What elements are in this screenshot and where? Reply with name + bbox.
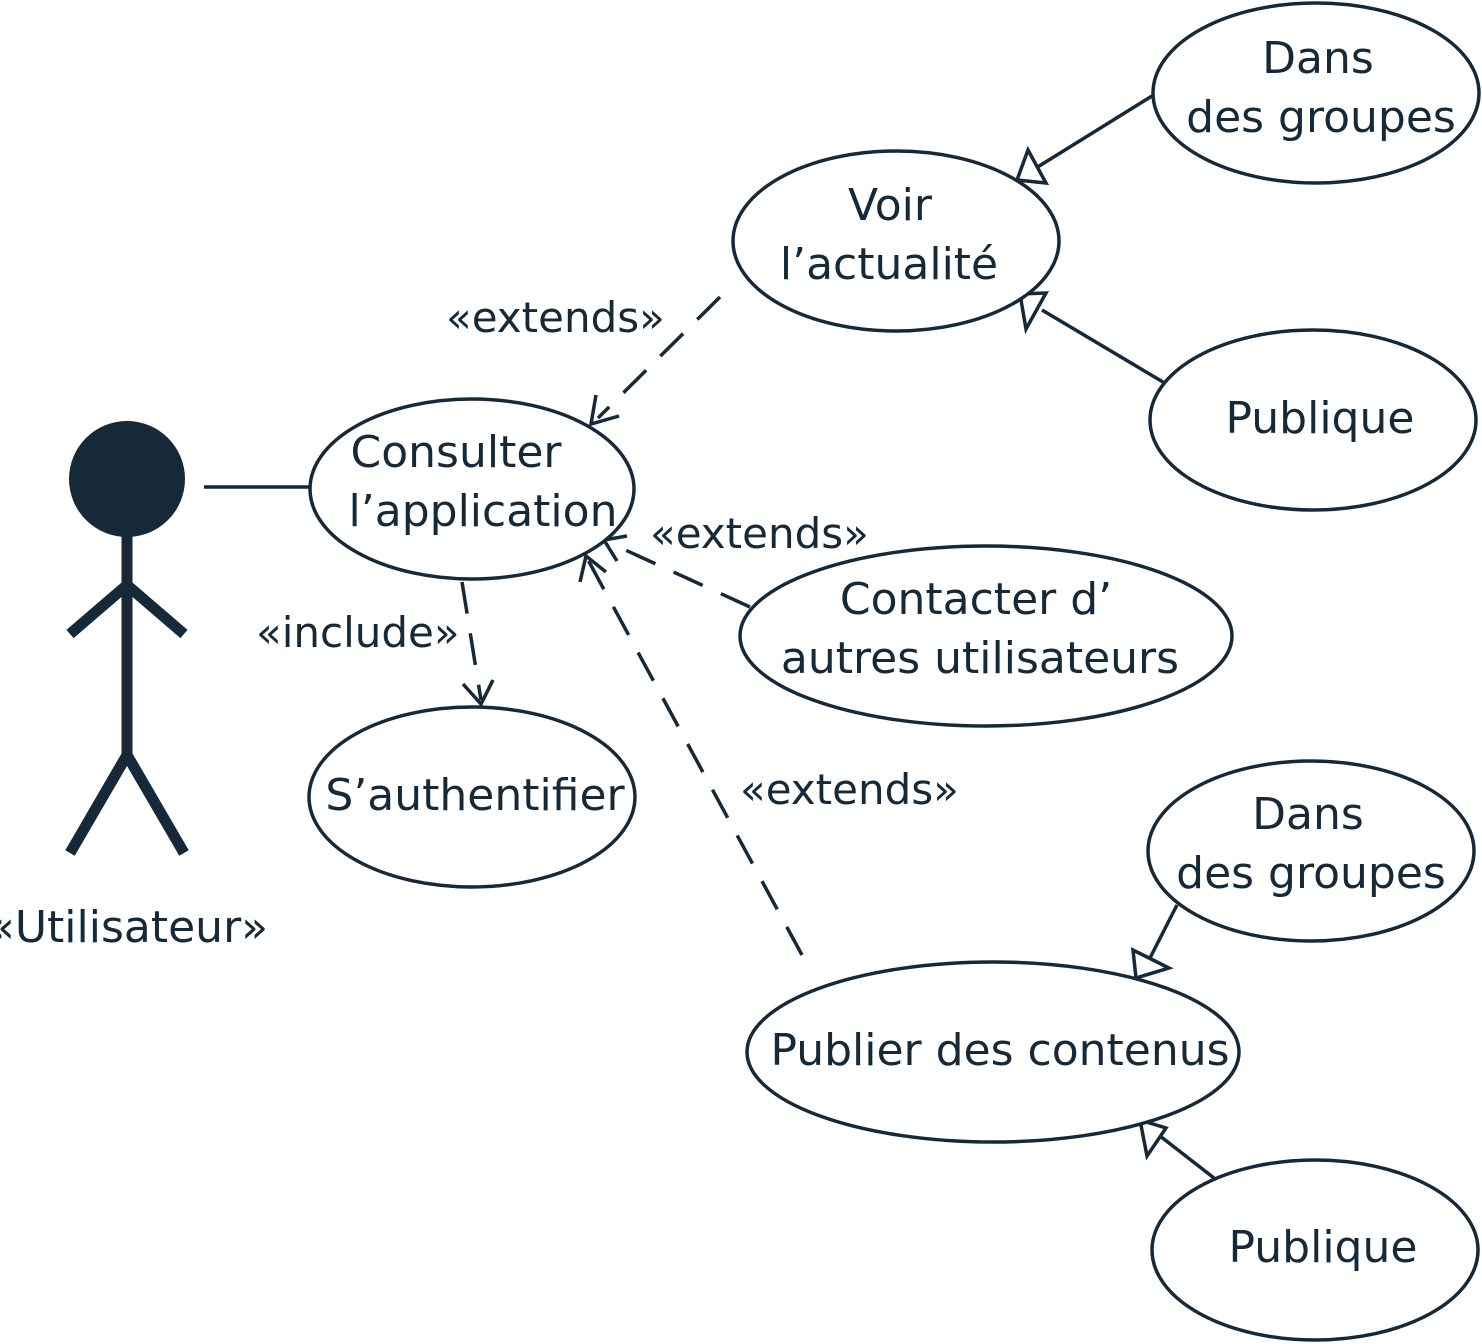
use-case-publier-publique: Publique [1150,1158,1480,1342]
extends-publier-relation: «extends» [578,552,959,956]
use-case-contacter-line2: autres utilisateurs [781,633,1179,684]
extends-contacter-line [609,541,751,609]
extends-publier-arrowhead [578,552,608,583]
include-label: «include» [256,608,460,657]
extends-voir-arrowhead [588,394,620,427]
use-case-authentifier-line1: S’authentifier [325,770,625,821]
use-case-voir-groupes-line1: Dans [1262,33,1374,84]
include-line [460,581,483,701]
use-case-publier-groupes-line1: Dans [1252,789,1364,840]
generalization-publier-publique-arrowhead [1137,1117,1169,1161]
use-case-voir-publique: Publique [1148,328,1478,512]
extends-contacter-relation: «extends» [601,509,869,609]
use-case-voir-line1: Voir [848,180,933,231]
actor-label: «Utilisateur» [0,902,268,953]
generalization-publier-groupes [1130,904,1179,981]
use-case-publier-groupes-line2: des groupes [1176,848,1446,899]
use-case-voir-actualite: Voir l’actualité [731,149,1061,333]
generalization-publier-groupes-arrowhead [1130,947,1174,981]
use-case-consulter: Consulter l’application [308,397,636,581]
use-case-publier-line1: Publier des contenus [770,1025,1229,1076]
use-case-authentifier: S’authentifier [307,705,637,889]
generalization-voir-publique-line [1041,308,1164,384]
extends-voir-relation: «extends» [446,293,722,427]
extends-voir-line [596,295,722,420]
use-case-publier-groupes: Dans des groupes [1146,759,1476,943]
generalization-publier-groupes-line [1148,904,1179,959]
extends-publier-line [586,559,804,956]
generalization-voir-publique-arrowhead [1017,291,1050,335]
actor-left-leg [65,752,132,856]
actor-head [69,421,185,537]
generalization-voir-groupes-arrowhead [1014,145,1050,186]
generalization-publier-publique-line [1158,1134,1216,1180]
extends-contacter-label: «extends» [650,509,869,558]
actor-utilisateur: «Utilisateur» [0,421,268,953]
actor-right-leg [122,752,189,856]
use-case-voir-publique-line1: Publique [1226,393,1415,444]
use-case-consulter-line1: Consulter [351,427,563,478]
actor-right-arm [123,580,188,639]
use-case-contacter-line1: Contacter d’ [840,574,1112,625]
use-case-publier: Publier des contenus [745,960,1241,1144]
generalization-voir-groupes [1014,94,1153,186]
include-relation: «include» [256,581,495,708]
use-case-consulter-line2: l’application [349,486,618,537]
include-arrowhead [461,679,495,708]
extends-voir-label: «extends» [446,293,665,342]
generalization-voir-groupes-line [1035,94,1153,170]
use-case-voir-groupes-line2: des groupes [1186,92,1456,143]
extends-publier-label: «extends» [740,765,959,814]
actor-left-arm [66,580,131,639]
use-case-voir-groupes: Dans des groupes [1151,1,1481,185]
use-case-contacter: Contacter d’ autres utilisateurs [738,544,1234,728]
use-case-publier-publique-line1: Publique [1229,1222,1418,1273]
generalization-publier-publique [1137,1117,1216,1180]
use-case-voir-line2: l’actualité [780,239,998,290]
generalization-voir-publique [1017,291,1164,384]
